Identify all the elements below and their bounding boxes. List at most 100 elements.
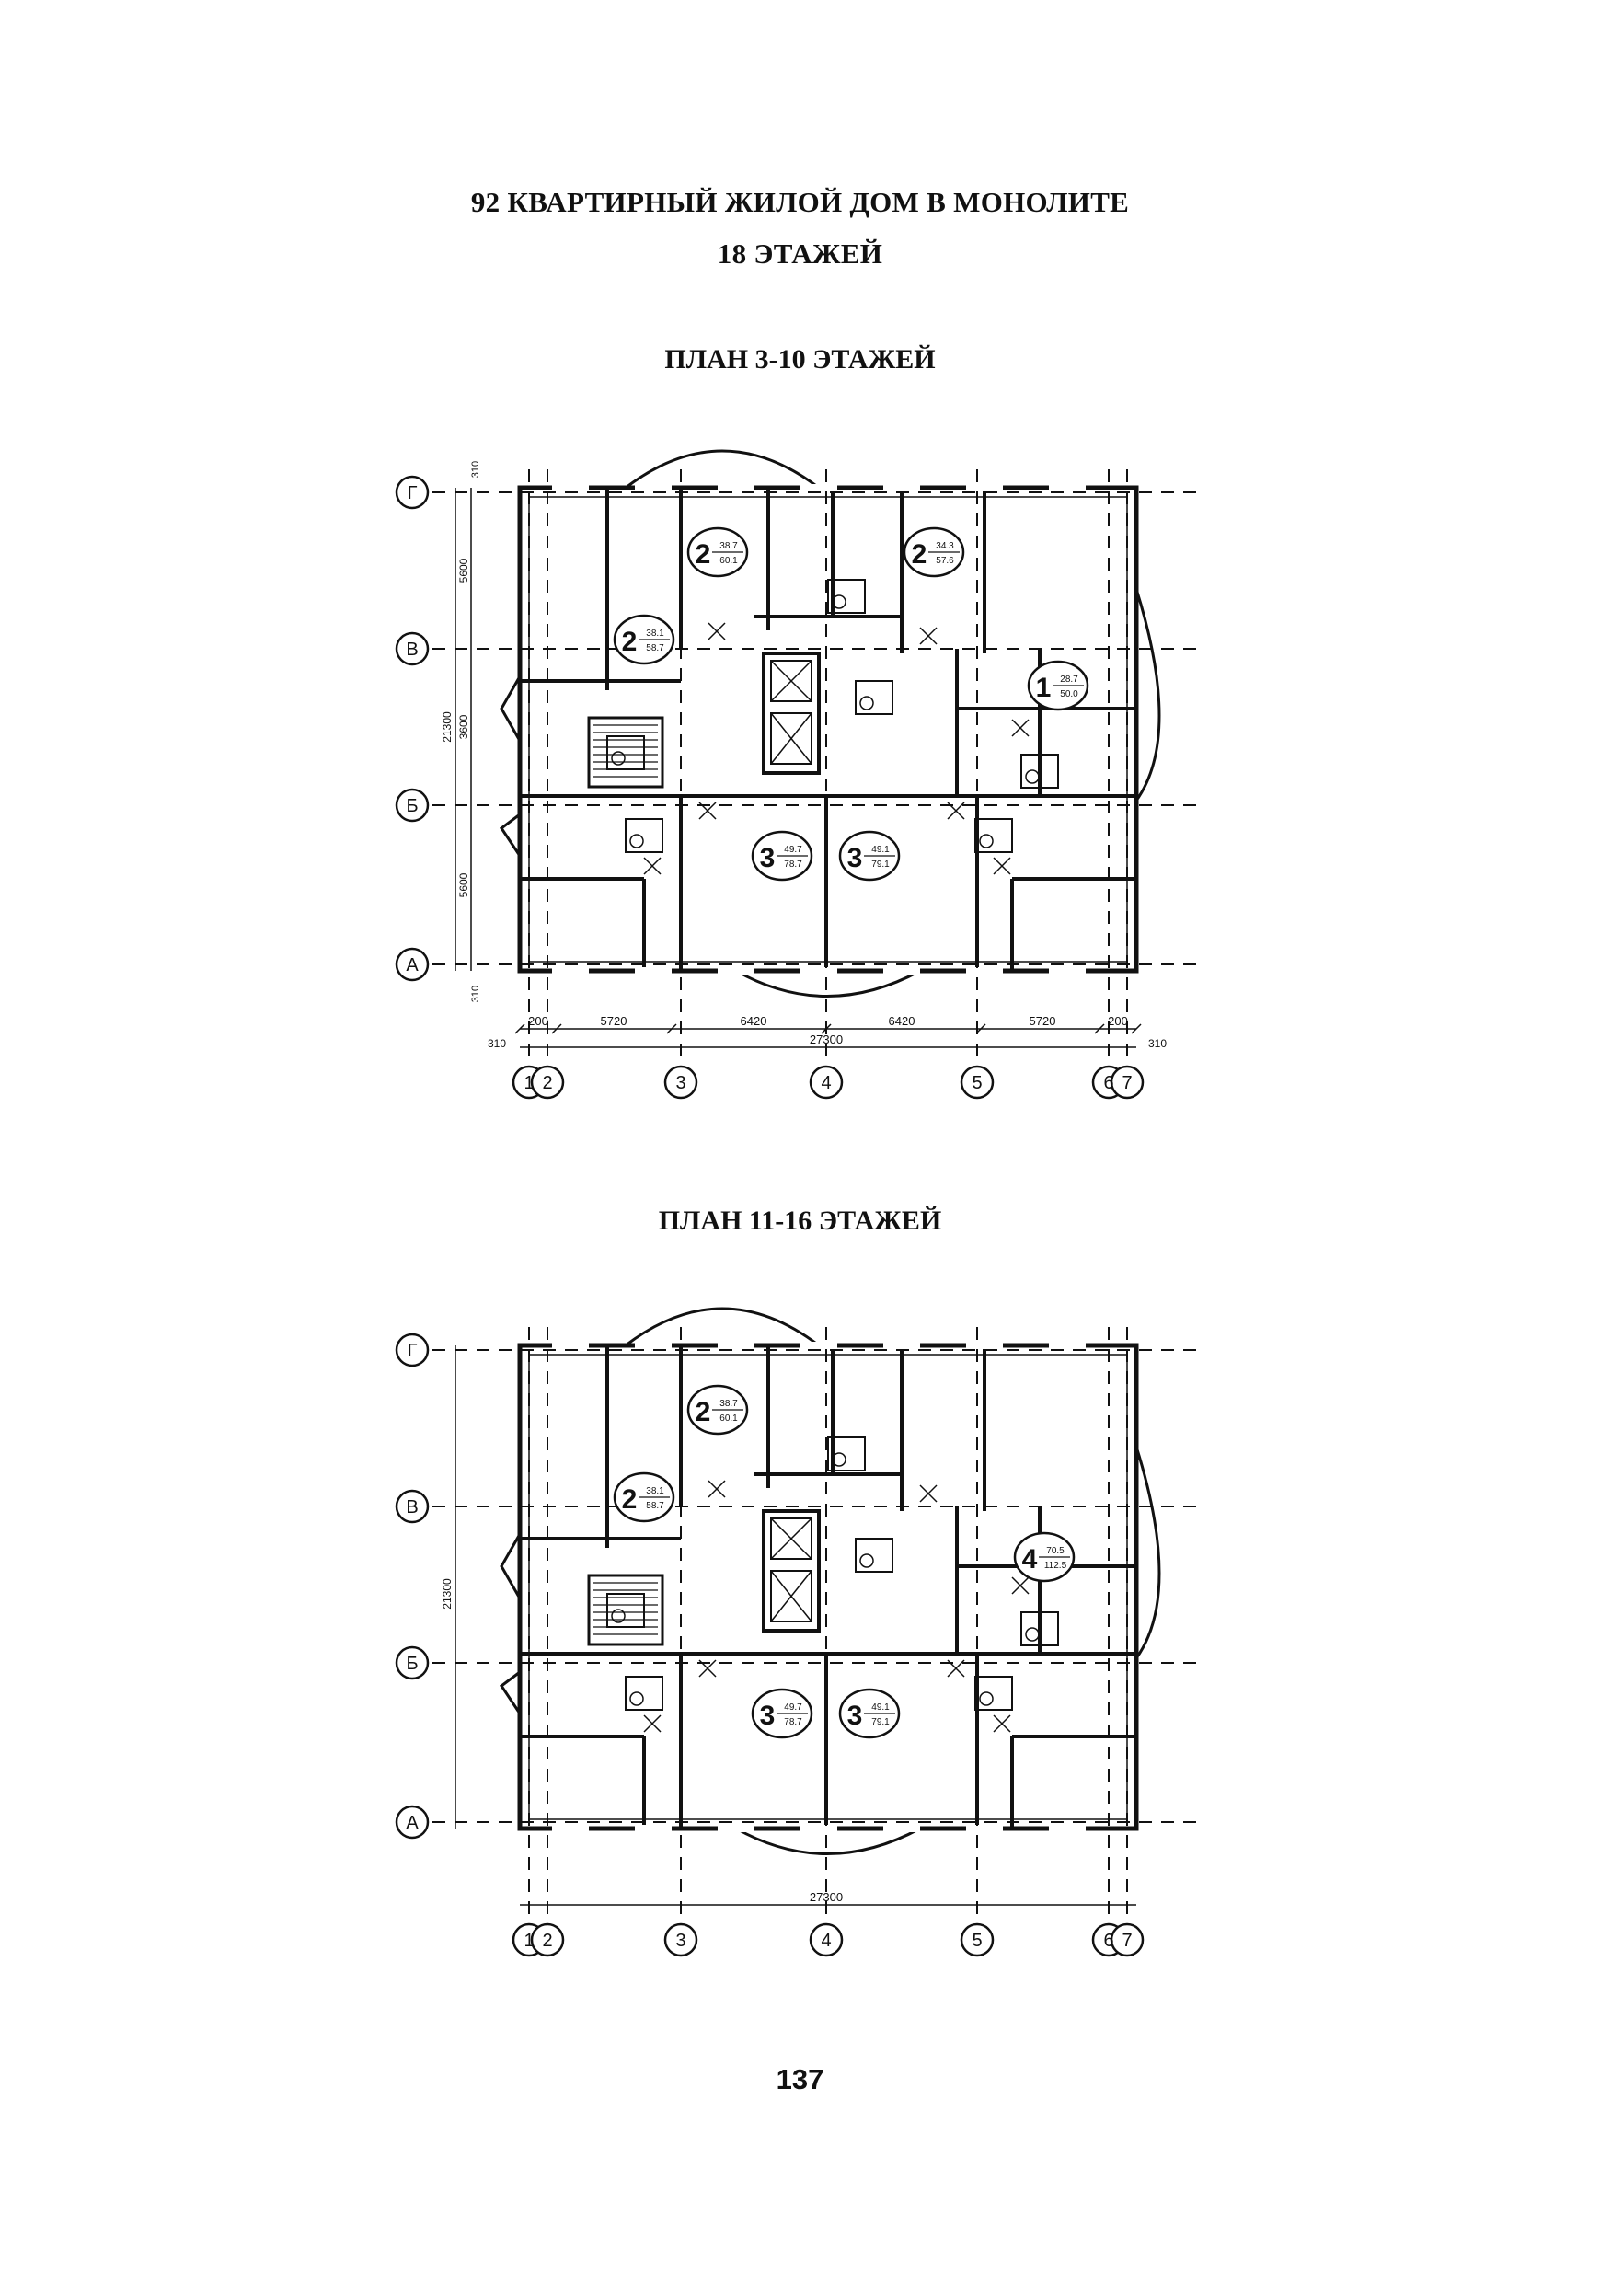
bottom-dimension: 5720 <box>1030 1014 1056 1028</box>
toilet-fixture <box>1025 1627 1040 1642</box>
apartment-rooms: 3 <box>760 1701 776 1731</box>
bay-window-left-upper <box>500 1533 522 1599</box>
column-axis-label: 6 <box>1103 1073 1113 1093</box>
bay-window-left-lower <box>499 813 522 857</box>
apartment-total-area: 79.1 <box>871 860 890 870</box>
left-edge-dimension: 310 <box>470 986 481 1002</box>
row-axis-bubble <box>395 1333 430 1367</box>
dimension-tick <box>1131 1023 1142 1034</box>
toilet-fixture <box>832 1452 846 1467</box>
bathroom-fixture <box>606 1593 645 1628</box>
bathroom-fixture <box>974 1676 1013 1711</box>
elevator-cross <box>770 1517 812 1560</box>
toilet-fixture <box>611 751 626 766</box>
column-axis-bubble <box>960 1922 995 1957</box>
bay-window-right <box>1134 588 1161 802</box>
apartment-total-area: 78.7 <box>784 1717 802 1727</box>
column-axis-label: 1 <box>524 1931 534 1951</box>
row-axis-label: Г <box>408 483 418 503</box>
apartment-area: 38.1 <box>646 1486 664 1496</box>
plan-title-floors-11-16: ПЛАН 11-16 ЭТАЖЕЙ <box>658 1206 942 1236</box>
page-number: 137 <box>776 2063 824 2095</box>
elevator-shaft <box>770 660 812 702</box>
elevator-core <box>762 1509 821 1633</box>
apartment-area: 49.1 <box>871 845 890 855</box>
column-axis-label: 6 <box>1103 1931 1113 1951</box>
toilet-fixture <box>859 696 874 710</box>
bathroom-fixture <box>855 1538 893 1573</box>
apartment-rooms: 2 <box>622 1484 638 1515</box>
row-axis-bubble <box>395 475 430 510</box>
overall-dimension: 27300 <box>810 1890 843 1904</box>
plan-drawing <box>395 449 1205 1100</box>
apartment-area: 38.7 <box>719 1399 738 1409</box>
door-swing <box>919 627 938 645</box>
toilet-fixture <box>611 1609 626 1623</box>
column-axis-label: 4 <box>821 1931 831 1951</box>
bay-window-left-lower <box>499 1670 522 1714</box>
document-subtitle: 18 ЭТАЖЕЙ <box>717 237 883 270</box>
column-axis-label: 2 <box>542 1931 552 1951</box>
row-axis-bubble <box>395 631 430 666</box>
apartment-area: 34.3 <box>936 541 954 551</box>
plan-drawing <box>395 1307 1205 1957</box>
staircase <box>587 1574 664 1646</box>
bathroom-fixture <box>1020 754 1059 789</box>
apartment-total-area: 60.1 <box>719 1413 738 1424</box>
bathroom-fixture <box>974 818 1013 853</box>
dimension-tick <box>551 1023 562 1034</box>
column-axis-label: 1 <box>524 1073 534 1093</box>
column-axis-label: 5 <box>972 1931 982 1951</box>
row-axis-label: В <box>406 1497 418 1517</box>
apartment-area: 49.1 <box>871 1702 890 1713</box>
column-axis-label: 5 <box>972 1073 982 1093</box>
bathroom-fixture <box>625 818 663 853</box>
door-swing <box>1011 719 1030 737</box>
row-axis-label: Б <box>406 1654 418 1674</box>
toilet-fixture <box>979 834 994 848</box>
apartment-total-area: 60.1 <box>719 556 738 566</box>
toilet-fixture <box>859 1553 874 1568</box>
bottom-dimension: 6420 <box>889 1014 915 1028</box>
dimension-tick <box>666 1023 677 1034</box>
column-axis-bubble <box>663 1922 698 1957</box>
toilet-fixture <box>629 1691 644 1706</box>
apartment-total-area: 57.6 <box>936 556 954 566</box>
door-swing <box>1011 1576 1030 1595</box>
edge-dimension: 310 <box>488 1037 506 1050</box>
left-dimension: 21300 <box>441 711 454 743</box>
toilet-fixture <box>629 834 644 848</box>
row-axis-label: А <box>406 1813 419 1833</box>
toilet-fixture <box>832 594 846 609</box>
apartment-area: 49.7 <box>784 1702 802 1713</box>
bay-window-top <box>625 1307 820 1347</box>
bay-window-bottom <box>735 1827 921 1855</box>
document-title: 92 КВАРТИРНЫЙ ЖИЛОЙ ДОМ В МОНОЛИТЕ <box>470 186 1130 218</box>
row-axis-label: В <box>406 640 418 660</box>
row-axis-label: Б <box>406 796 418 816</box>
apartment-rooms: 1 <box>1036 673 1052 703</box>
door-swing <box>708 1480 726 1498</box>
apartment-area: 28.7 <box>1060 675 1078 685</box>
bay-window-left-upper <box>500 675 522 742</box>
column-axis-label: 4 <box>821 1073 831 1093</box>
column-axis-label: 3 <box>675 1931 685 1951</box>
bathroom-fixture <box>625 1676 663 1711</box>
apartment-area: 70.5 <box>1046 1546 1065 1556</box>
toilet-fixture <box>1025 769 1040 784</box>
row-axis-label: Г <box>408 1341 418 1361</box>
column-axis-label: 7 <box>1122 1073 1132 1093</box>
bathroom-fixture <box>827 579 866 614</box>
apartment-rooms: 3 <box>847 843 863 873</box>
column-axis-bubble <box>530 1922 565 1957</box>
row-axis-label: А <box>406 955 419 975</box>
left-edge-dimension: 310 <box>470 461 481 478</box>
bottom-dimension: 200 <box>1108 1014 1128 1028</box>
row-axis-bubble <box>395 1805 430 1840</box>
elevator-shaft <box>770 1570 812 1622</box>
apartment-rooms: 3 <box>847 1701 863 1731</box>
apartment-total-area: 50.0 <box>1060 689 1078 699</box>
door-swing <box>643 1714 662 1733</box>
dimension-tick <box>821 1023 832 1034</box>
